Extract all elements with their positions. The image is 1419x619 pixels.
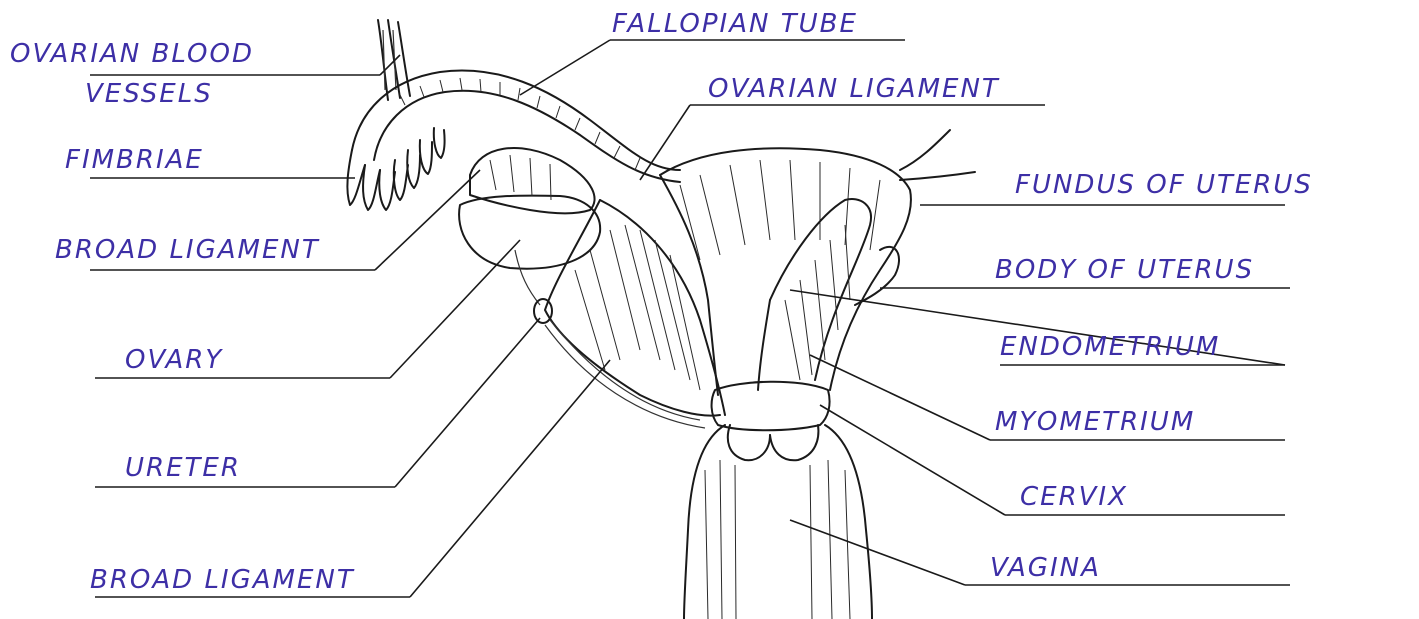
leader-broad-ligament-upper-tip — [375, 170, 480, 270]
label-ovary: OVARY — [125, 345, 223, 375]
leader-cervix — [820, 405, 1005, 515]
label-ovarian-blood-vessels-line1: OVARIAN BLOOD — [10, 39, 254, 69]
label-broad-ligament-upper: BROAD LIGAMENT — [55, 235, 320, 265]
leader-fallopian-tube-tip — [520, 40, 610, 95]
ureter-drawing — [515, 250, 705, 428]
label-fundus-of-uterus: FUNDUS OF UTERUS — [1015, 170, 1313, 200]
label-ovarian-ligament: OVARIAN LIGAMENT — [708, 74, 1000, 104]
broad-ligament-drawing — [545, 200, 725, 416]
leader-broad-ligament-lower-tip — [410, 360, 610, 597]
label-body-of-uterus: BODY OF UTERUS — [995, 255, 1254, 285]
fallopian-tube-drawing — [352, 71, 680, 182]
leader-myometrium — [810, 355, 990, 440]
cervix-drawing — [712, 382, 830, 461]
label-ureter: URETER — [125, 453, 241, 483]
label-cervix: CERVIX — [1020, 482, 1128, 512]
leader-ureter-tip — [395, 318, 540, 487]
right-adnexa-drawing — [855, 130, 975, 305]
endometrium-drawing — [758, 199, 871, 390]
label-fallopian-tube: FALLOPIAN TUBE — [612, 9, 858, 39]
ovary-drawing — [459, 148, 600, 269]
labels: OVARIAN BLOOD VESSELS FALLOPIAN TUBE OVA… — [10, 9, 1313, 595]
uterus-body-drawing — [660, 148, 911, 395]
label-fimbriae: FIMBRIAE — [65, 145, 204, 175]
label-vagina: VAGINA — [990, 553, 1101, 583]
label-broad-ligament-lower: BROAD LIGAMENT — [90, 565, 355, 595]
leader-vagina — [790, 520, 965, 585]
label-myometrium: MYOMETRIUM — [995, 407, 1195, 437]
label-endometrium: ENDOMETRIUM — [1000, 332, 1220, 362]
leader-ovary-tip — [390, 240, 520, 378]
uterus-illustration — [347, 20, 975, 619]
fimbriae-drawing — [347, 128, 444, 210]
label-ovarian-blood-vessels-line2: VESSELS — [85, 79, 213, 109]
